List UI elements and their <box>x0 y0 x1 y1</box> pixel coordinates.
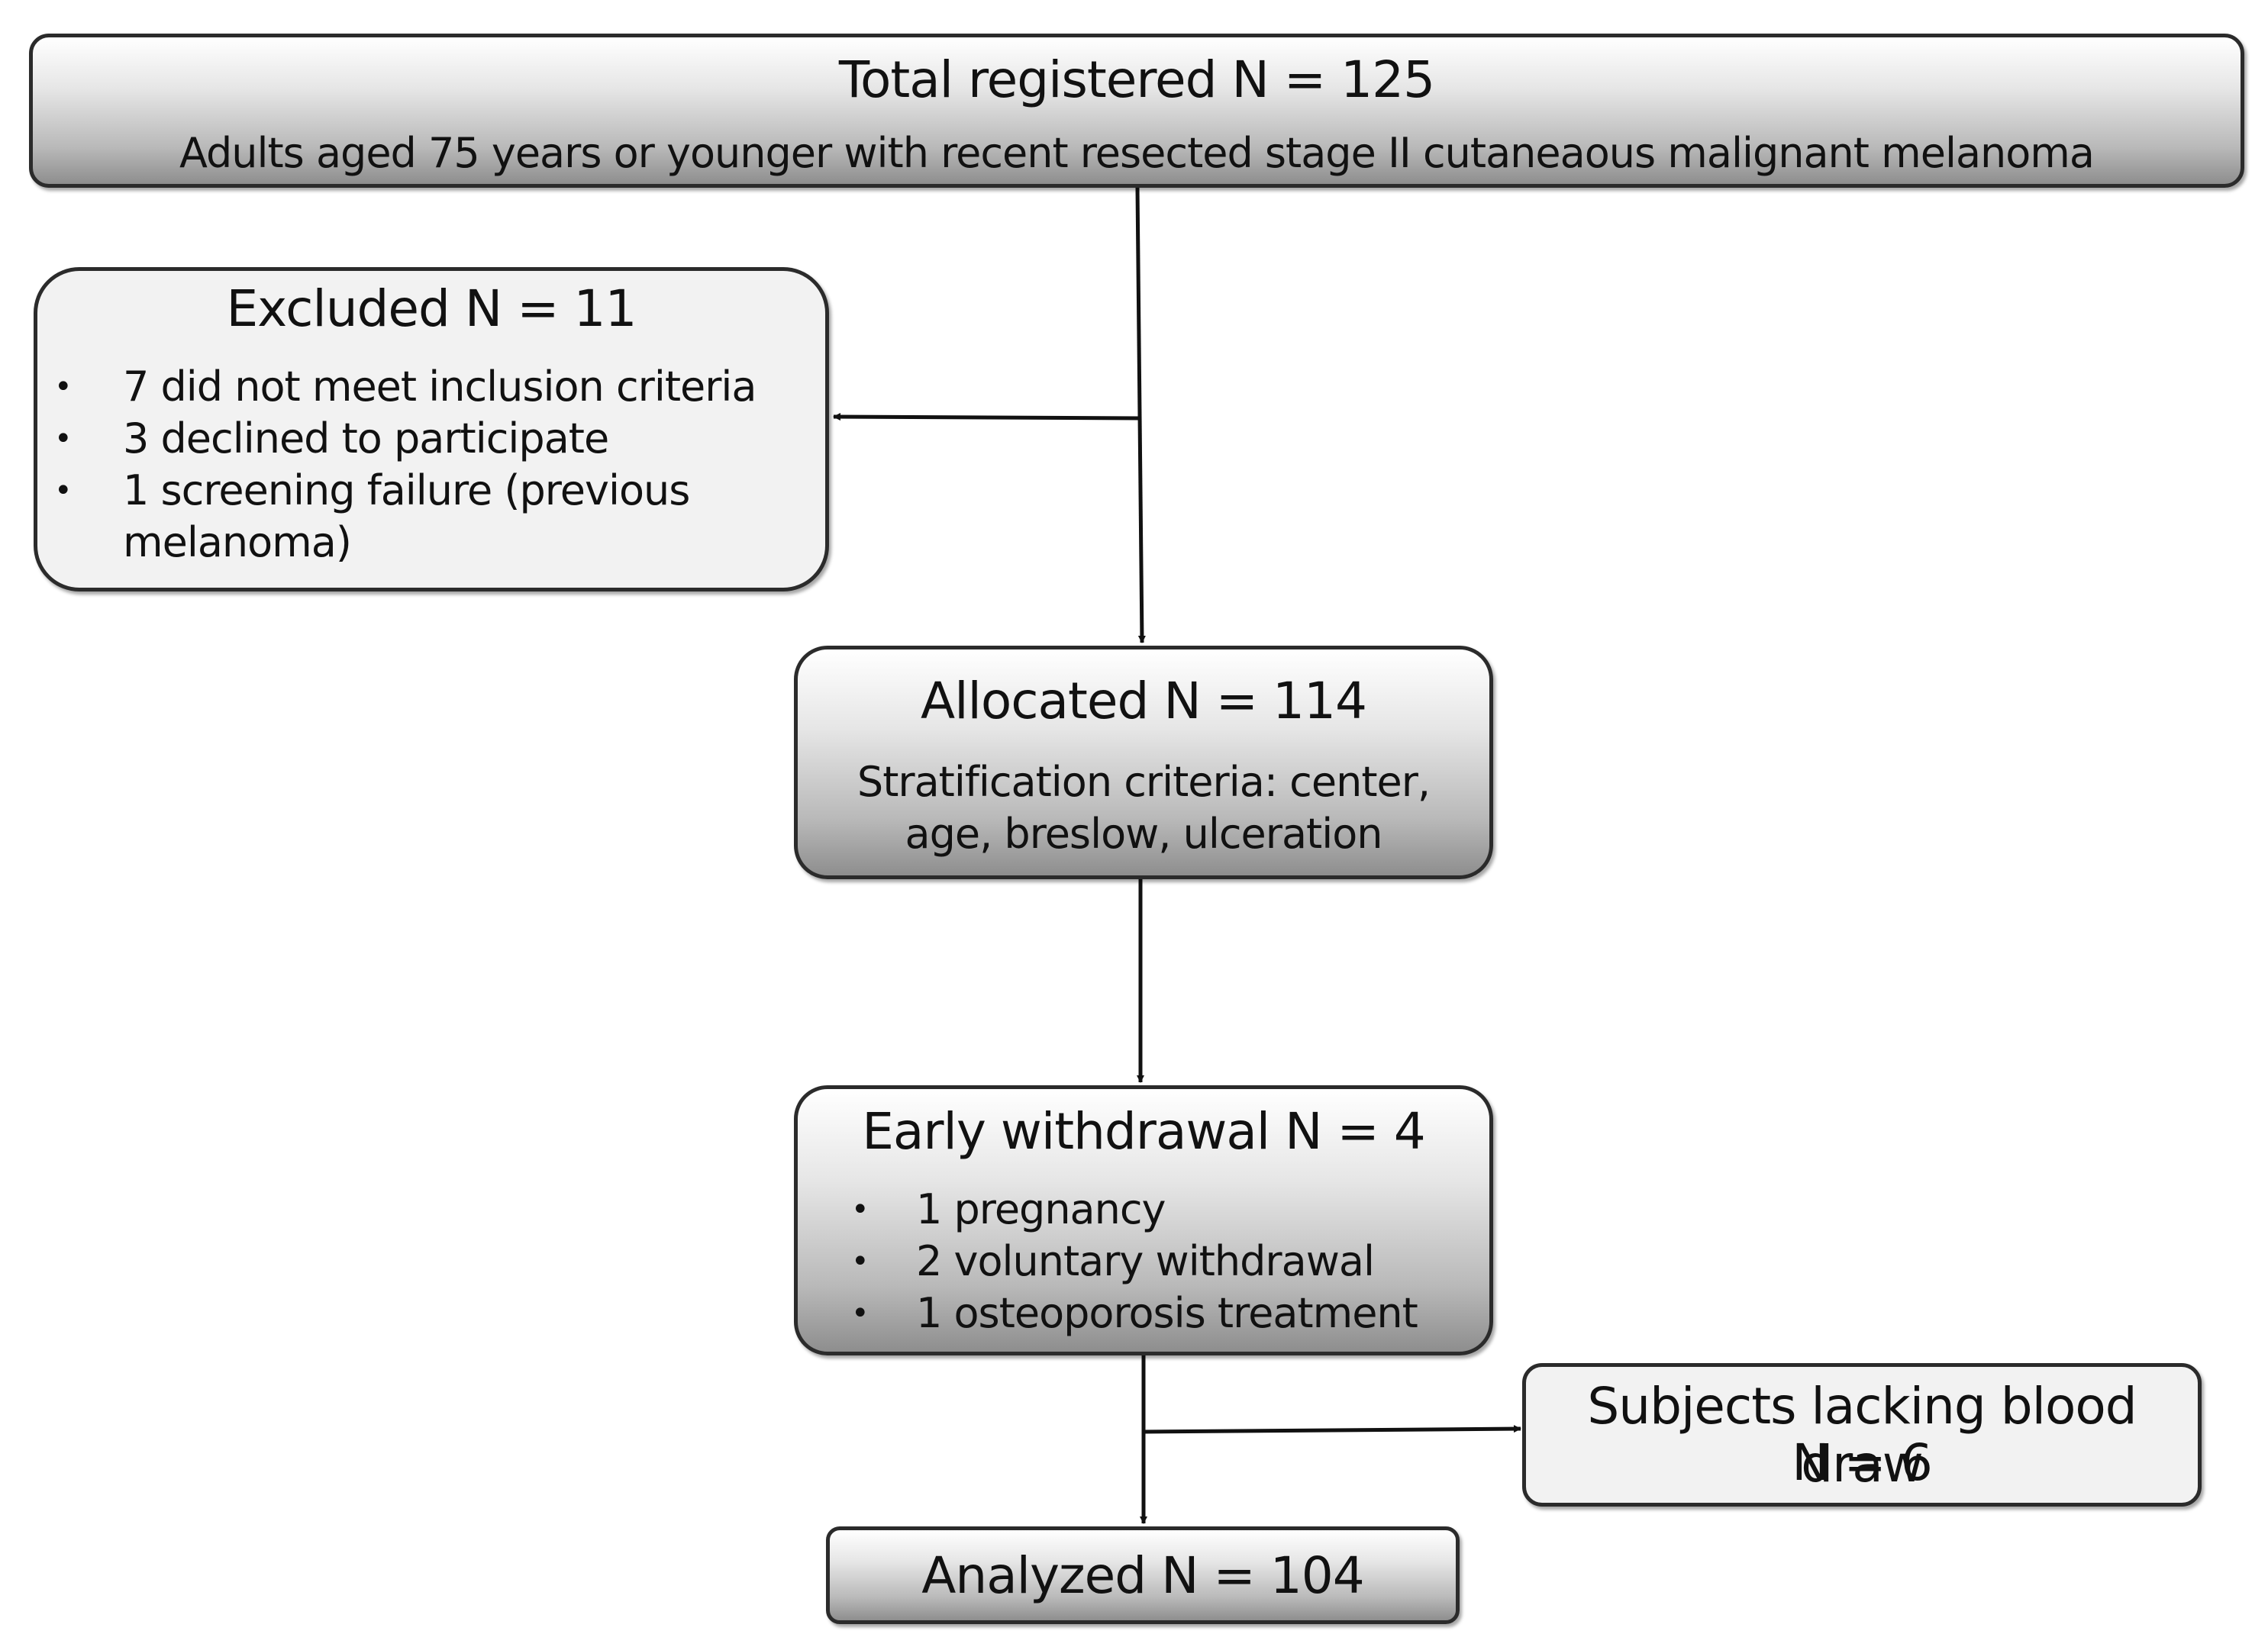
early-withdrawal-title: Early withdrawal N = 4 <box>862 1102 1426 1161</box>
withdrawal-reasons-list: • 1 pregnancy • 2 voluntary withdrawal •… <box>798 1184 1482 1339</box>
bullet-icon: • <box>851 1296 869 1331</box>
analyzed-title: Analyzed N = 104 <box>921 1546 1365 1605</box>
bullet-icon: • <box>54 473 73 508</box>
excluded-reason-2: 3 declined to participate <box>123 414 609 463</box>
connector-total-to-allocated <box>1135 187 1146 643</box>
excluded-reason-3: 1 screening failure (previous melanoma) <box>123 466 690 566</box>
connector-to-lacking <box>1143 1425 1521 1434</box>
excluded-title: Excluded N = 11 <box>226 279 637 338</box>
withdrawal-reason-1: 1 pregnancy <box>916 1185 1166 1233</box>
excluded-box: Excluded N = 11 • 7 did not meet inclusi… <box>34 267 829 591</box>
list-item: • 1 screening failure (previous melanoma… <box>37 465 749 569</box>
total-registered-subtitle: Adults aged 75 years or younger with rec… <box>179 129 2095 177</box>
bullet-icon: • <box>851 1244 869 1279</box>
connector-to-excluded <box>833 413 1141 421</box>
lacking-blood-draw-count: N = 6 <box>1792 1433 1933 1492</box>
analyzed-box: Analyzed N = 104 <box>826 1526 1460 1624</box>
withdrawal-reason-2: 2 voluntary withdrawal <box>916 1237 1375 1285</box>
withdrawal-reason-3: 1 osteoporosis treatment <box>916 1289 1418 1337</box>
excluded-reasons-list: • 7 did not meet inclusion criteria • 3 … <box>37 361 810 569</box>
bullet-icon: • <box>54 421 73 456</box>
list-item: • 3 declined to participate <box>37 413 810 465</box>
bullet-icon: • <box>851 1192 869 1227</box>
allocated-box: Allocated N = 114 Stratification criteri… <box>794 646 1493 879</box>
bullet-icon: • <box>54 369 73 404</box>
lacking-blood-draw-box: Subjects lacking blood draw N = 6 <box>1522 1363 2202 1507</box>
list-item: • 2 voluntary withdrawal <box>798 1236 1482 1288</box>
allocated-subtitle: Stratification criteria: center, age, br… <box>857 758 1431 858</box>
total-registered-title: Total registered N = 125 <box>838 50 1435 109</box>
list-item: • 1 pregnancy <box>798 1184 1482 1236</box>
excluded-reason-1: 7 did not meet inclusion criteria <box>123 363 757 411</box>
early-withdrawal-box: Early withdrawal N = 4 • 1 pregnancy • 2… <box>794 1085 1493 1355</box>
list-item: • 7 did not meet inclusion criteria <box>37 361 810 413</box>
allocated-title: Allocated N = 114 <box>921 672 1367 730</box>
list-item: • 1 osteoporosis treatment <box>798 1288 1482 1339</box>
lacking-blood-draw-title: Subjects lacking blood draw <box>1587 1377 2137 1494</box>
total-registered-box: Total registered N = 125 Adults aged 75 … <box>29 34 2244 188</box>
